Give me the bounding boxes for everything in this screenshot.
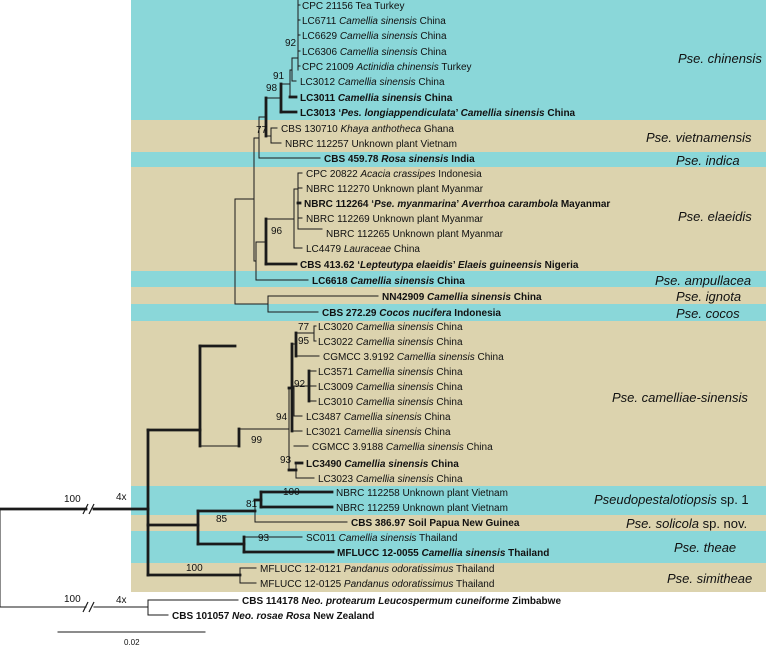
taxon-label: NBRC 112259 Unknown plant Vietnam (336, 503, 508, 514)
clade-label-cocos: Pse. cocos (676, 306, 740, 321)
clade-label-simitheae: Pse. simitheae (667, 571, 752, 586)
taxon-label: LC4479 Lauraceae China (306, 244, 420, 255)
bootstrap-value: 100 (283, 487, 300, 498)
taxon-label: NBRC 112258 Unknown plant Vietnam (336, 488, 508, 499)
bootstrap-value: 100 (186, 563, 203, 574)
band-theae (131, 531, 766, 563)
clade-label-chinensis: Pse. chinensis (678, 51, 762, 66)
taxon-label: NBRC 112269 Unknown plant Myanmar (306, 214, 484, 225)
taxon-label: CPC 21009 Actinidia chinensis Turkey (302, 62, 472, 73)
break-mark-1-a (82, 601, 89, 613)
taxon-label: SC011 Camellia sinensis Thailand (306, 533, 457, 544)
band-indica (131, 152, 766, 167)
taxon-label: LC3020 Camellia sinensis China (318, 322, 463, 333)
bootstrap-value: 96 (271, 226, 283, 237)
clade-label-indica: Pse. indica (676, 153, 740, 168)
taxon-label: CBS 101057 Neo. rosae Rosa New Zealand (172, 611, 374, 622)
band-ampullacea (131, 271, 766, 287)
taxon-label: NN42909 Camellia sinensis China (382, 292, 542, 303)
bootstrap-value: 98 (266, 83, 278, 94)
bootstrap-value: 77 (298, 322, 310, 333)
taxon-label: NBRC 112265 Unknown plant Myanmar (326, 229, 504, 240)
break-label: 4x (116, 492, 127, 503)
taxon-label: LC3487 Camellia sinensis China (306, 412, 451, 423)
clade-label-theae: Pse. theae (674, 540, 736, 555)
band-elaeidis (131, 167, 766, 271)
taxon-label: CBS 386.97 Soil Papua New Guinea (351, 518, 520, 529)
taxon-label: CPC 20822 Acacia crassipes Indonesia (306, 169, 482, 180)
bootstrap-value: 91 (273, 71, 285, 82)
clade-label-solicola: Pse. solicola sp. nov. (626, 516, 747, 531)
bootstrap-value: 93 (258, 533, 270, 544)
taxon-label: LC3021 Camellia sinensis China (306, 427, 451, 438)
clade-label-ampullacea: Pse. ampullacea (655, 273, 751, 288)
break-mark-0-b (88, 503, 95, 515)
taxon-label: MFLUCC 12-0125 Pandanus odoratissimus Th… (260, 579, 494, 590)
bootstrap-value: 92 (294, 379, 306, 390)
clade-label-sp1: Pseudopestalotiopsis sp. 1 (594, 492, 749, 507)
taxon-label: LC6711 Camellia sinensis China (302, 16, 446, 27)
band-ignota (131, 287, 766, 304)
band-camelliae (131, 321, 766, 486)
bootstrap-value: 77 (256, 125, 268, 136)
clade-label-vietnamensis: Pse. vietnamensis (646, 130, 752, 145)
taxon-label: LC6306 Camellia sinensis China (302, 47, 447, 58)
taxon-label: LC3009 Camellia sinensis China (318, 382, 463, 393)
scale-bar-label: 0.02 (124, 638, 140, 647)
bootstrap-value: 81 (246, 499, 258, 510)
taxon-label: CBS 272.29 Cocos nucifera Indonesia (322, 308, 501, 319)
bootstrap-value: 95 (298, 336, 310, 347)
taxon-label: CBS 459.78 Rosa sinensis India (324, 154, 475, 165)
taxon-label: CBS 130710 Khaya anthotheca Ghana (281, 124, 454, 135)
taxon-label: LC3013 ‘Pes. longiappendiculata’ Camelli… (300, 108, 576, 119)
taxon-label: MFLUCC 12-0055 Camellia sinensis Thailan… (337, 548, 549, 559)
taxon-label: NBRC 112257 Unknown plant Vietnam (285, 139, 457, 150)
taxon-label: CGMCC 3.9192 Camellia sinensis China (323, 352, 504, 363)
taxon-label: LC6629 Camellia sinensis China (302, 31, 447, 42)
band-cocos (131, 304, 766, 321)
band-vietnamensis (131, 120, 766, 152)
band-chinensis (131, 0, 766, 120)
taxon-label: NBRC 112270 Unknown plant Myanmar (306, 184, 484, 195)
taxon-label: LC3011 Camellia sinensis China (300, 93, 453, 104)
taxon-label: CGMCC 3.9188 Camellia sinensis China (312, 442, 493, 453)
taxon-label: CPC 21156 Tea Turkey (302, 1, 404, 12)
taxon-label: LC3490 Camellia sinensis China (306, 459, 459, 470)
band-simitheae (131, 563, 766, 592)
break-label: 4x (116, 595, 127, 606)
taxon-label: NBRC 112264 ‘Pse. myanmarina’ Averrhoa c… (304, 199, 610, 210)
taxon-label: MFLUCC 12-0121 Pandanus odoratissimus Th… (260, 564, 494, 575)
bootstrap-value: 99 (251, 435, 263, 446)
bootstrap-value: 85 (216, 514, 228, 525)
taxon-label: CBS 413.62 ‘Lepteutypa elaeidis’ Elaeis … (300, 260, 579, 271)
clade-label-elaeidis: Pse. elaeidis (678, 209, 752, 224)
bootstrap-value: 100 (64, 594, 81, 605)
taxon-label: LC3023 Camellia sinensis China (318, 474, 463, 485)
break-mark-1-b (88, 601, 95, 613)
band-solicola (131, 515, 766, 531)
taxon-label: LC3010 Camellia sinensis China (318, 397, 463, 408)
taxon-label: LC6618 Camellia sinensis China (312, 276, 465, 287)
break-mark-0-a (82, 503, 89, 515)
bootstrap-value: 93 (280, 455, 292, 466)
taxon-label: CBS 114178 Neo. protearum Leucospermum c… (242, 596, 561, 607)
taxon-label: LC3012 Camellia sinensis China (300, 77, 445, 88)
clade-label-ignota: Pse. ignota (676, 289, 741, 304)
bootstrap-value: 92 (285, 38, 297, 49)
bootstrap-value: 100 (64, 494, 81, 505)
bootstrap-value: 94 (276, 412, 288, 423)
clade-label-camelliae: Pse. camelliae-sinensis (612, 390, 748, 405)
taxon-label: LC3571 Camellia sinensis China (318, 367, 463, 378)
taxon-label: LC3022 Camellia sinensis China (318, 337, 463, 348)
